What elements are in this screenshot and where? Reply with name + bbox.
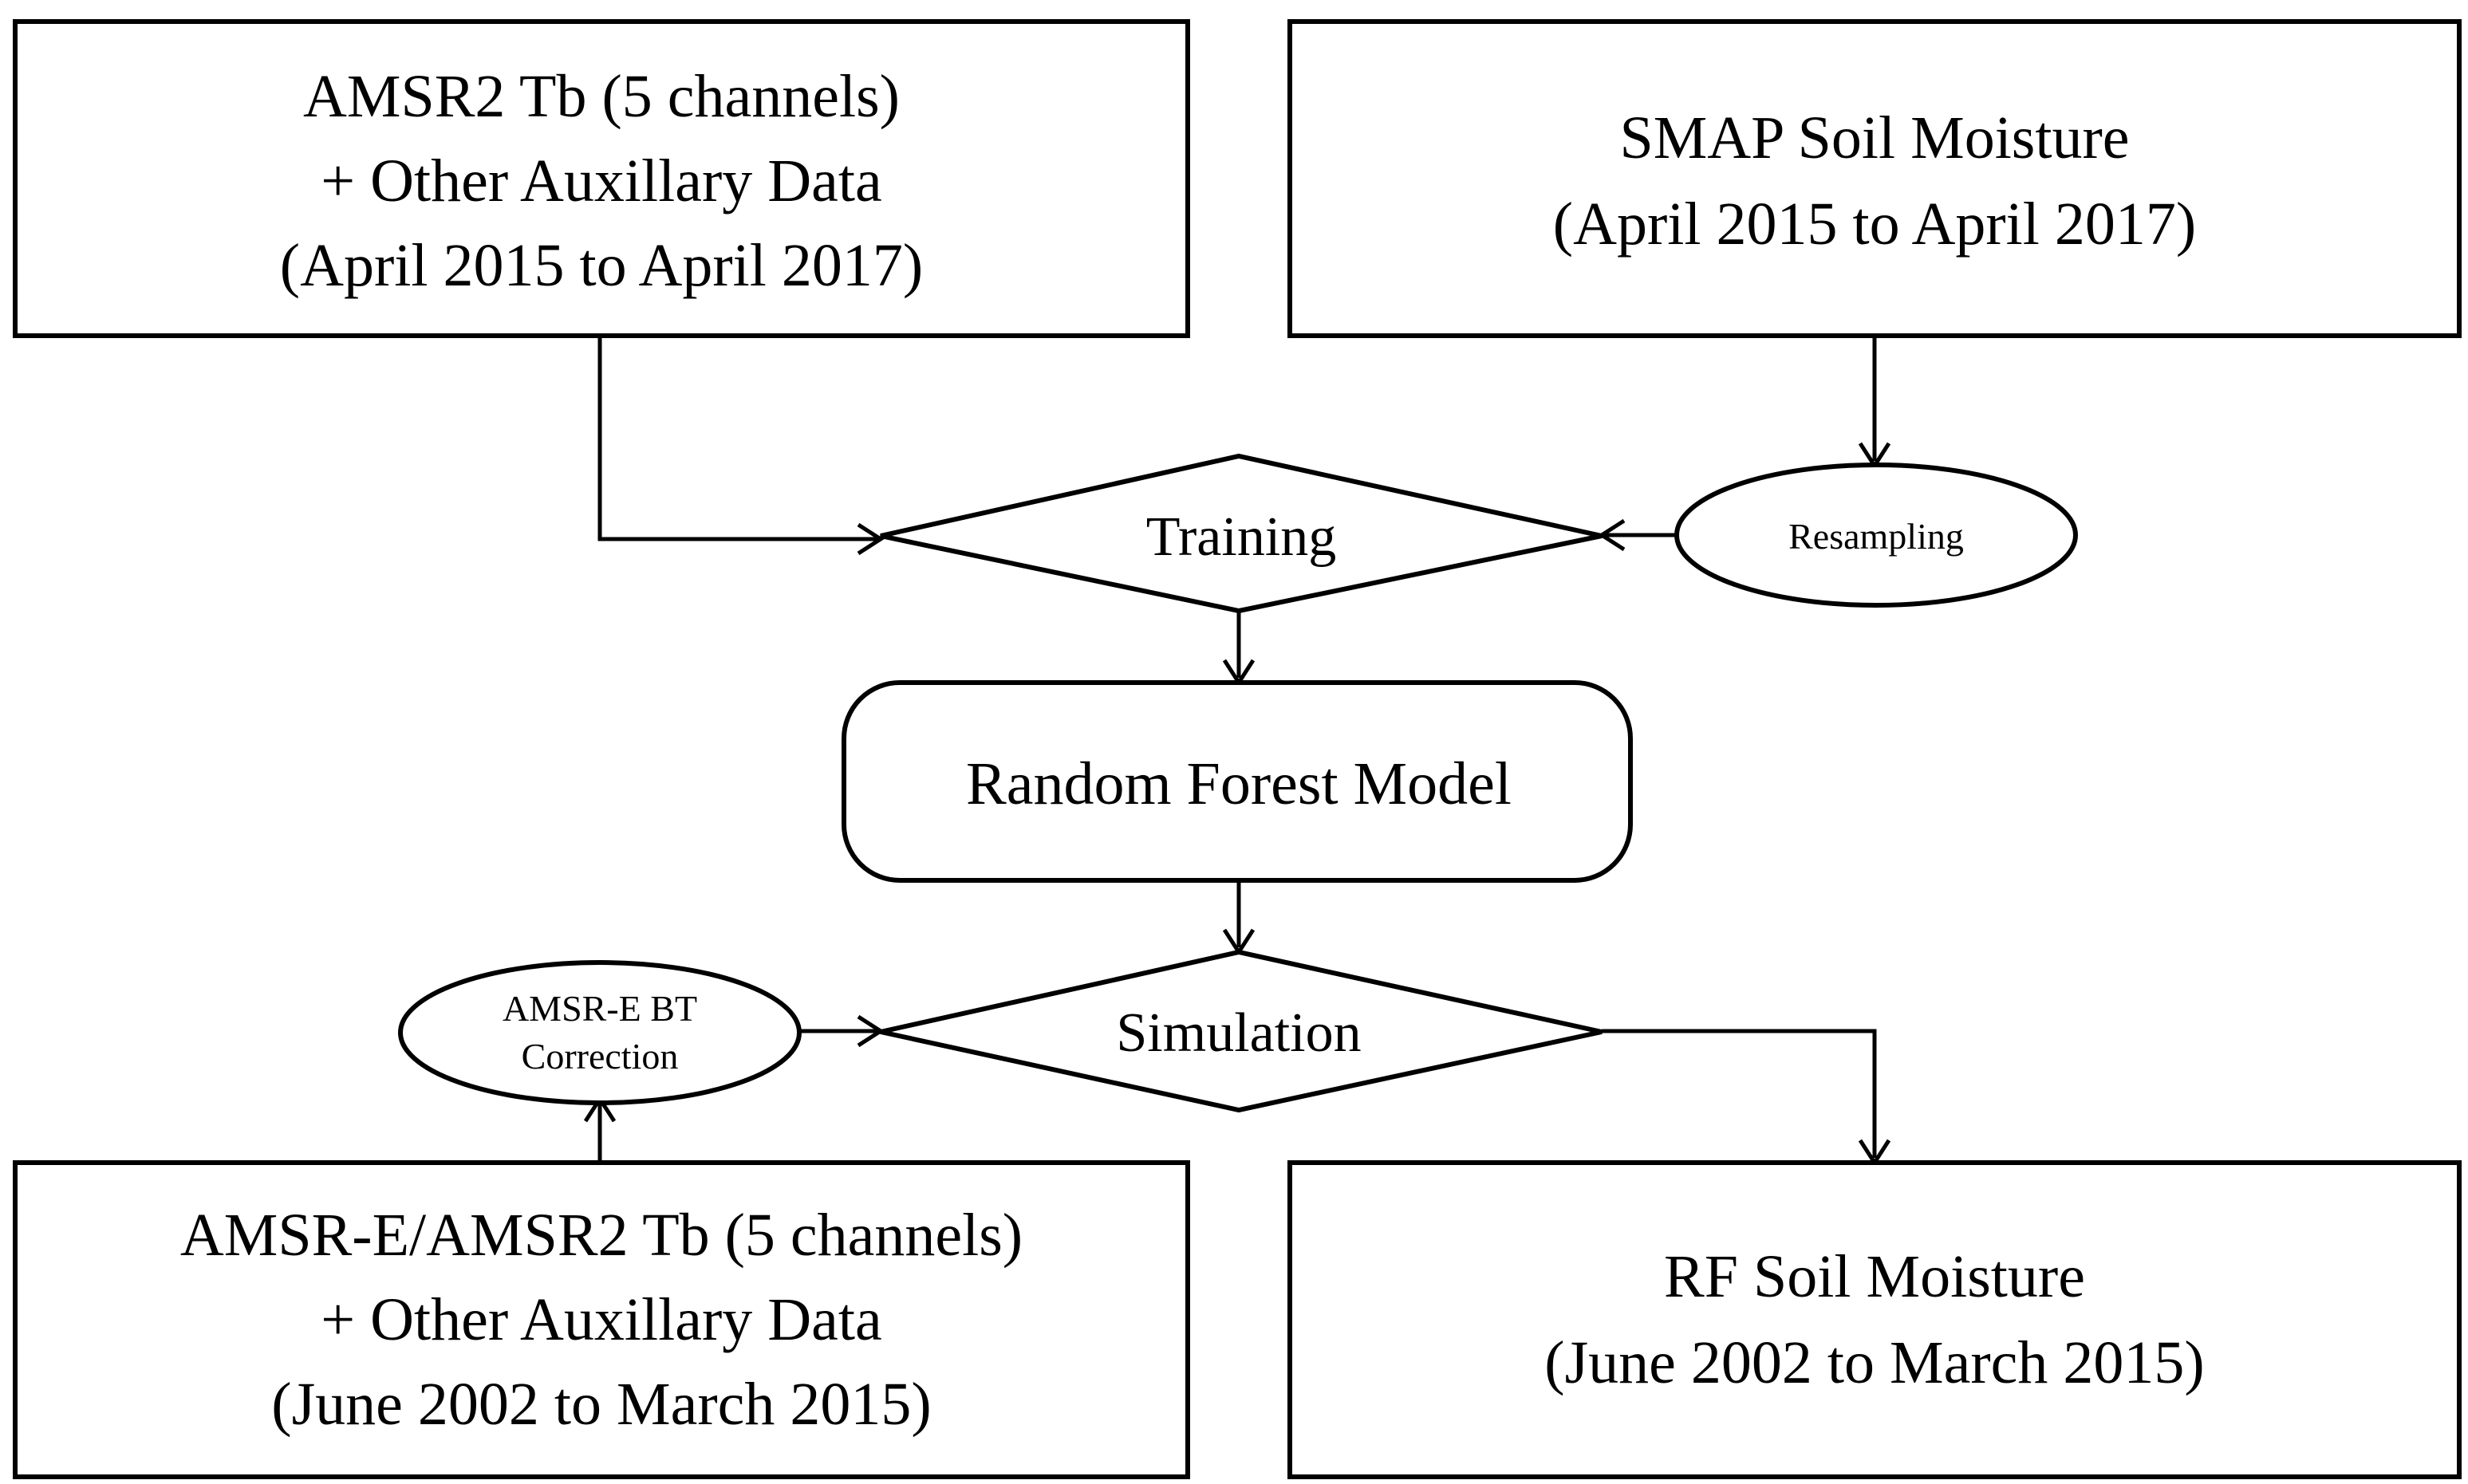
edge-amsr2-to-training (597, 336, 877, 541)
node-resampling: Resampling (1674, 463, 2078, 608)
node-simulation: Simulation (880, 949, 1603, 1113)
node-amsr2-input: AMSR2 Tb (5 channels) + Other Auxillary … (13, 19, 1190, 338)
node-label: (June 2002 to March 2015) (1544, 1329, 2204, 1396)
node-label: (April 2015 to April 2017) (280, 232, 923, 299)
node-bt-correction: AMSR-E BT Correction (398, 960, 802, 1105)
node-training: Training (880, 453, 1603, 614)
node-label: RF Soil Moisture (1664, 1243, 2085, 1310)
node-label: (April 2015 to April 2017) (1553, 191, 2196, 258)
node-label: AMSR-E/AMSR2 Tb (5 channels) (180, 1202, 1023, 1269)
node-smap-input: SMAP Soil Moisture (April 2015 to April … (1287, 19, 2462, 338)
node-amsre-input: AMSR-E/AMSR2 Tb (5 channels) + Other Aux… (13, 1160, 1190, 1479)
node-label: Correction (522, 1036, 679, 1077)
node-rf-model: Random Forest Model (842, 680, 1633, 883)
arrowhead-icon (857, 522, 885, 556)
node-label: (June 2002 to March 2015) (271, 1371, 931, 1438)
edge-simulation-to-rfoutput (1602, 1029, 1877, 1158)
node-label: + Other Auxillary Data (321, 148, 881, 215)
node-label: + Other Auxillary Data (321, 1286, 881, 1353)
node-rf-output: RF Soil Moisture (June 2002 to March 201… (1287, 1160, 2462, 1479)
node-label: Training (1146, 506, 1337, 568)
node-label: Simulation (1116, 1002, 1361, 1064)
node-label: Resampling (1788, 516, 1964, 557)
node-label: Random Forest Model (966, 750, 1512, 817)
node-label: AMSR-E BT (503, 988, 697, 1029)
node-label: SMAP Soil Moisture (1619, 104, 2129, 171)
node-label: AMSR2 Tb (5 channels) (303, 63, 900, 130)
